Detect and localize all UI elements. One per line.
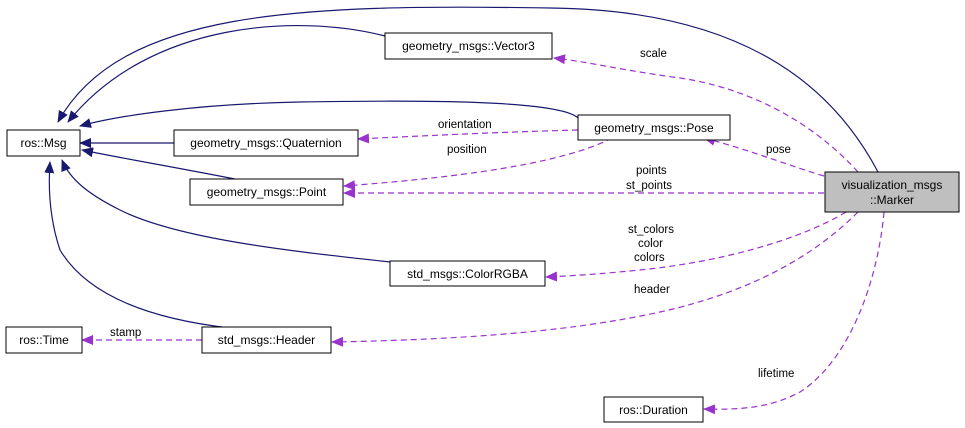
- node-point[interactable]: geometry_msgs::Point: [189, 178, 344, 206]
- node-header[interactable]: std_msgs::Header: [201, 326, 332, 354]
- node-color-rgba-label: std_msgs::ColorRGBA: [407, 267, 528, 281]
- edge-point-to-msg: [81, 147, 246, 182]
- label-pose: pose: [766, 144, 791, 156]
- node-vector3-label: geometry_msgs::Vector3: [402, 39, 535, 53]
- label-lifetime: lifetime: [758, 368, 794, 380]
- edge-labels: scale orientation position pose points s…: [110, 48, 794, 380]
- node-quaternion-label: geometry_msgs::Quaternion: [190, 136, 341, 150]
- inheritance-edges: [44, 6, 879, 329]
- usage-edges: [81, 54, 885, 415]
- node-marker-label-line1: visualization_msgs: [842, 178, 943, 192]
- edge-vector3-to-msg: [67, 24, 386, 123]
- node-ros-duration[interactable]: ros::Duration: [603, 396, 704, 423]
- edge-header-to-msg: [44, 161, 231, 329]
- label-colors: colors: [634, 252, 665, 264]
- node-marker[interactable]: visualization_msgs ::Marker: [824, 171, 960, 213]
- label-header: header: [634, 284, 670, 296]
- edge-header: [331, 211, 859, 347]
- node-quaternion[interactable]: geometry_msgs::Quaternion: [173, 129, 359, 157]
- label-points: points: [636, 165, 667, 177]
- edge-position: [343, 137, 613, 191]
- label-position: position: [447, 144, 487, 156]
- edge-marker-to-msg: [57, 6, 879, 173]
- edge-pose: [703, 135, 825, 177]
- label-st-points: st_points: [626, 180, 672, 192]
- node-point-label: geometry_msgs::Point: [207, 185, 327, 199]
- edge-colors: [545, 211, 847, 282]
- node-vector3[interactable]: geometry_msgs::Vector3: [384, 32, 553, 60]
- label-color: color: [638, 238, 663, 250]
- edge-scale: [553, 54, 859, 173]
- node-ros-time[interactable]: ros::Time: [5, 326, 83, 354]
- label-st-colors: st_colors: [628, 224, 674, 236]
- node-color-rgba[interactable]: std_msgs::ColorRGBA: [389, 260, 546, 287]
- edge-lifetime: [703, 211, 885, 415]
- node-marker-label-line2: ::Marker: [870, 193, 914, 207]
- edge-orientation: [357, 129, 579, 144]
- node-ros-duration-label: ros::Duration: [619, 403, 688, 417]
- edge-pose-to-msg: [79, 100, 579, 128]
- node-header-label: std_msgs::Header: [218, 333, 315, 347]
- edge-colorrgba-to-msg: [61, 159, 391, 263]
- node-ros-time-label: ros::Time: [19, 333, 69, 347]
- node-pose-label: geometry_msgs::Pose: [594, 121, 714, 135]
- label-orientation: orientation: [438, 119, 492, 131]
- label-scale: scale: [640, 48, 667, 60]
- label-stamp: stamp: [110, 327, 141, 339]
- node-pose[interactable]: geometry_msgs::Pose: [577, 114, 731, 141]
- node-ros-msg-label: ros::Msg: [20, 136, 66, 150]
- node-ros-msg[interactable]: ros::Msg: [6, 129, 81, 157]
